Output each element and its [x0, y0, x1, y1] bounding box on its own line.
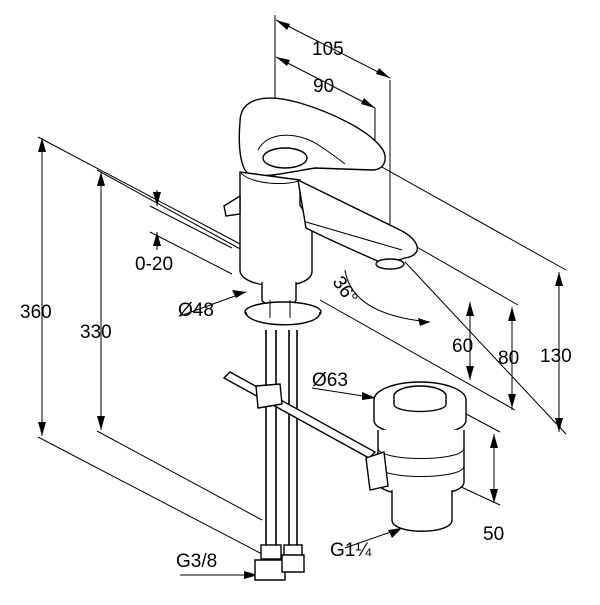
- label-60: 60: [452, 336, 473, 357]
- label-105: 105: [312, 39, 344, 60]
- label-80: 80: [498, 348, 519, 369]
- extension-lines: [37, 15, 567, 555]
- label-diameter-63: Ø63: [312, 370, 348, 391]
- label-angle-36: 36°: [328, 273, 362, 309]
- dimension-arrows: [38, 20, 563, 579]
- label-330: 330: [80, 322, 112, 343]
- label-360: 360: [20, 302, 52, 323]
- label-diameter-48: Ø48: [178, 300, 214, 321]
- label-0-20: 0-20: [135, 254, 173, 275]
- faucet-body: [223, 97, 418, 326]
- label-90: 90: [313, 76, 334, 97]
- waste-valve: [365, 381, 467, 532]
- label-130: 130: [540, 346, 572, 367]
- drain-pull-rod: [222, 371, 377, 459]
- leader-lines: [179, 269, 431, 576]
- label-50: 50: [483, 524, 504, 545]
- label-g1-1-4: G1¼: [330, 540, 372, 561]
- supply-hoses: [254, 330, 305, 581]
- label-g3-8: G3/8: [176, 551, 217, 572]
